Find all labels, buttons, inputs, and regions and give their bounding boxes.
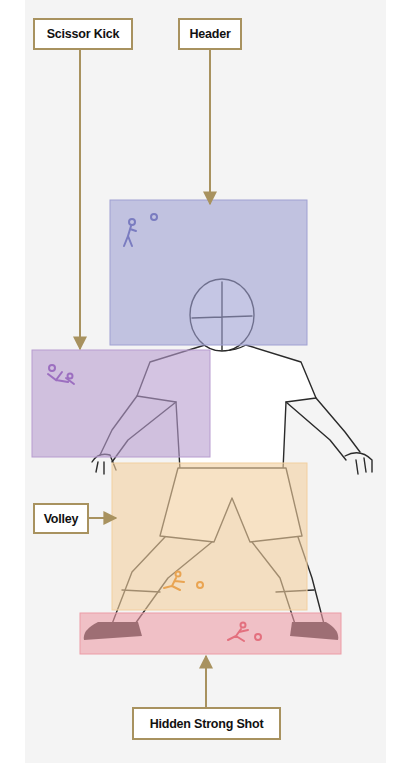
right-hand: [345, 453, 372, 474]
icon-body: [164, 578, 184, 590]
scissor-kick-zone: [32, 350, 210, 457]
right-arm: [286, 398, 360, 460]
label-box: Scissor Kick: [33, 18, 133, 50]
volley-zone: [112, 463, 307, 610]
icon-ball: [197, 582, 203, 588]
icon-body: [124, 226, 136, 246]
icon-ball: [151, 214, 157, 220]
leader-arrow: [209, 50, 211, 204]
icon-body: [228, 629, 248, 641]
icon-head: [68, 374, 73, 379]
leader-arrow: [89, 517, 116, 519]
label-text: Volley: [44, 512, 79, 526]
icon-head: [241, 623, 246, 628]
label-box: Header: [178, 18, 242, 50]
leader-arrow: [79, 50, 81, 349]
background-panel: [25, 0, 386, 763]
header-icon: [124, 214, 157, 246]
label-text: Hidden Strong Shot: [150, 717, 264, 731]
label-box: Hidden Strong Shot: [132, 707, 281, 740]
header-zone: [110, 200, 307, 345]
volley-icon: [164, 572, 203, 591]
icon-head: [176, 572, 181, 577]
icon-body: [48, 372, 74, 384]
scissor-kick-icon: [48, 365, 74, 384]
icon-head: [129, 219, 135, 225]
label-text: Header: [189, 27, 230, 41]
icon-ball: [49, 365, 55, 371]
hidden-strong-shot-zone: [80, 613, 341, 654]
leader-arrow: [205, 656, 207, 707]
label-text: Scissor Kick: [47, 27, 120, 41]
hidden-strong-shot-icon: [228, 623, 261, 642]
label-box: Volley: [33, 503, 89, 534]
icon-ball: [255, 634, 261, 640]
leader-arrows: [80, 50, 210, 707]
